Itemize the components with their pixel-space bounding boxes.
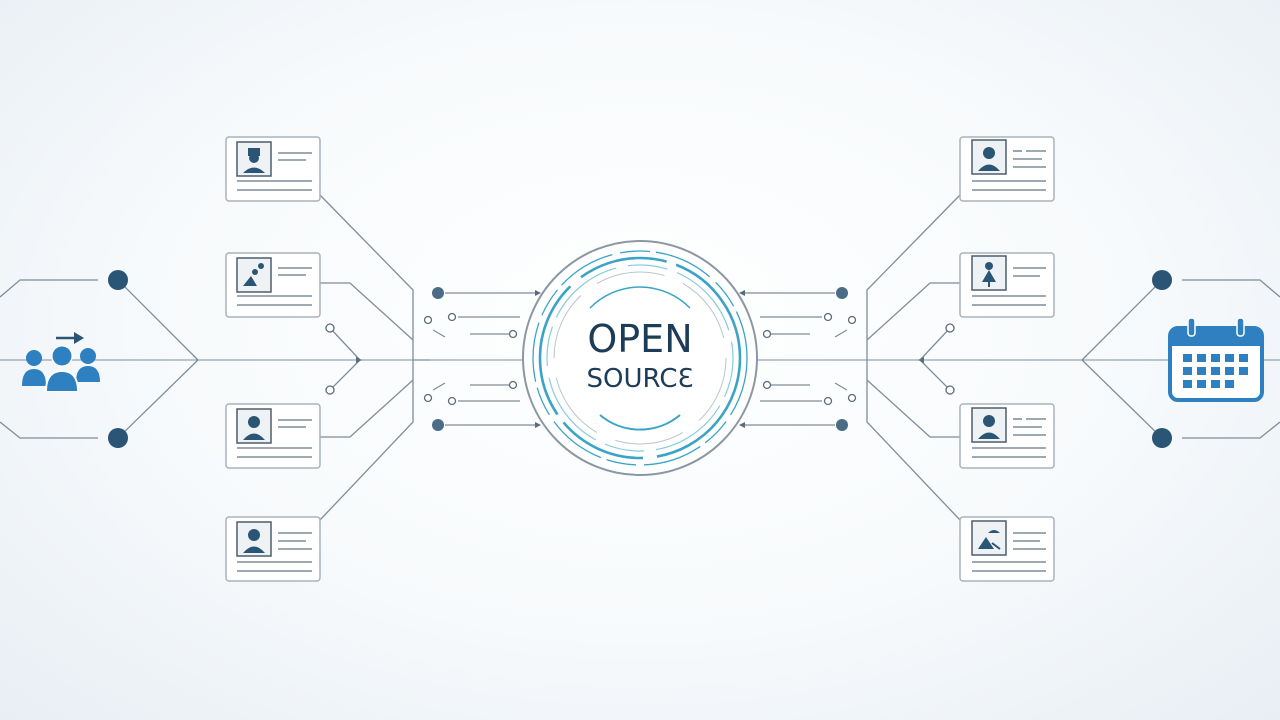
center-title-line2: SOURCƐ (587, 364, 694, 394)
person-portrait-icon (236, 521, 272, 557)
profile-card (225, 516, 321, 582)
profile-card (959, 516, 1055, 582)
center-hub: OPEN SOURCƐ (522, 240, 758, 476)
arrow-heads (356, 290, 924, 428)
people-group-icon (22, 332, 100, 392)
profile-card (959, 403, 1055, 469)
calendar-icon (1168, 317, 1264, 402)
person-portrait-icon (971, 520, 1007, 556)
filled-nodes (108, 270, 1172, 448)
profile-card (959, 136, 1055, 202)
center-title-line1: OPEN (587, 317, 692, 361)
profile-card (959, 252, 1055, 318)
person-portrait-icon (236, 141, 272, 177)
hollow-nodes (325, 312, 955, 406)
profile-card (225, 403, 321, 469)
person-portrait-icon (236, 257, 272, 293)
person-portrait-icon (971, 407, 1007, 443)
person-portrait-icon (236, 408, 272, 444)
profile-card (225, 252, 321, 318)
profile-card (225, 136, 321, 202)
person-portrait-icon (971, 255, 1007, 291)
person-portrait-icon (971, 139, 1007, 175)
